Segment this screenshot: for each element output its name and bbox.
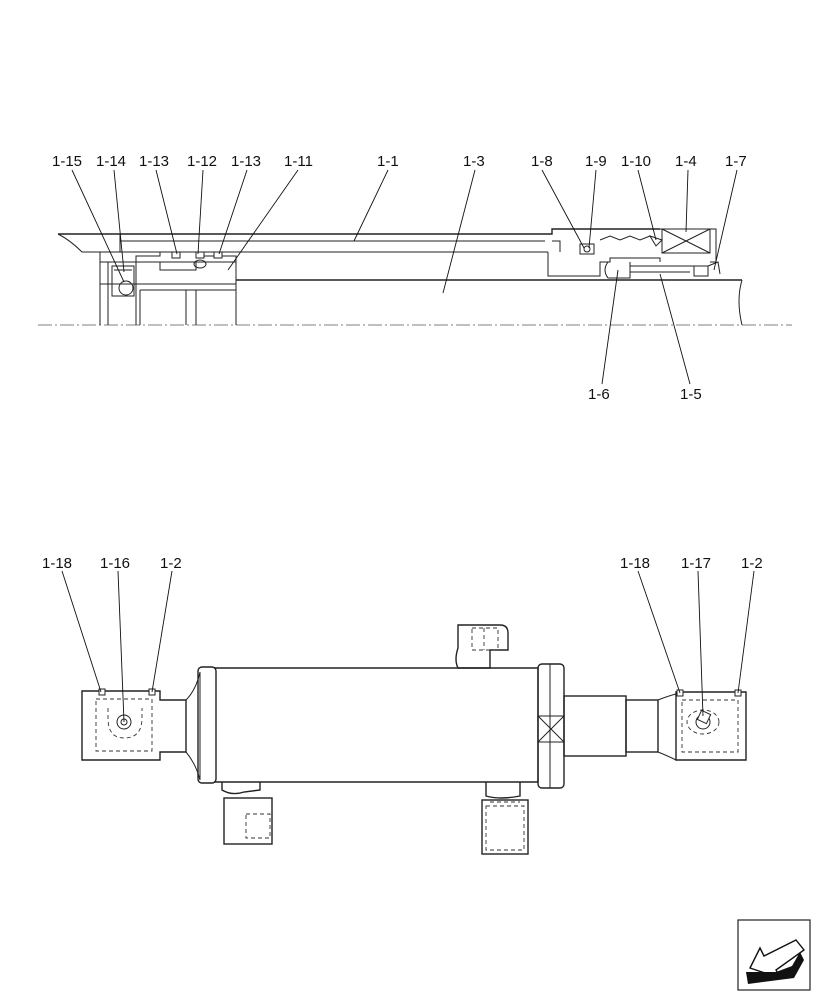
- bottom-leader-lines: [61, 570, 755, 723]
- label-1-18-right: 1-18: [620, 555, 650, 572]
- label-1-9: 1-9: [585, 153, 607, 170]
- label-1-17: 1-17: [681, 555, 711, 572]
- label-1-3: 1-3: [463, 153, 485, 170]
- label-1-2-right: 1-2: [741, 555, 763, 572]
- label-1-14: 1-14: [96, 153, 126, 170]
- label-1-12: 1-12: [187, 153, 217, 170]
- top-leader-lines: [71, 169, 738, 385]
- label-1-4: 1-4: [675, 153, 697, 170]
- label-1-16: 1-16: [100, 555, 130, 572]
- label-1-8: 1-8: [531, 153, 553, 170]
- cylinder-section-view: [38, 228, 792, 326]
- label-1-11: 1-11: [284, 153, 313, 170]
- bottom-part-labels: 1-18 1-16 1-2 1-18 1-17 1-2: [42, 555, 763, 572]
- label-1-6: 1-6: [588, 386, 610, 403]
- cylinder-assembly-view: [81, 624, 747, 855]
- label-1-13-a: 1-13: [139, 153, 169, 170]
- label-1-15: 1-15: [52, 153, 82, 170]
- top-part-labels: 1-15 1-14 1-13 1-12 1-13 1-11 1-1 1-3 1-…: [52, 153, 747, 403]
- label-1-2-left: 1-2: [160, 555, 182, 572]
- previous-page-arrow-icon[interactable]: [737, 919, 811, 991]
- label-1-13-b: 1-13: [231, 153, 261, 170]
- label-1-7: 1-7: [725, 153, 747, 170]
- label-1-1: 1-1: [377, 153, 399, 170]
- label-1-18-left: 1-18: [42, 555, 72, 572]
- label-1-5: 1-5: [680, 386, 702, 403]
- label-1-10: 1-10: [621, 153, 651, 170]
